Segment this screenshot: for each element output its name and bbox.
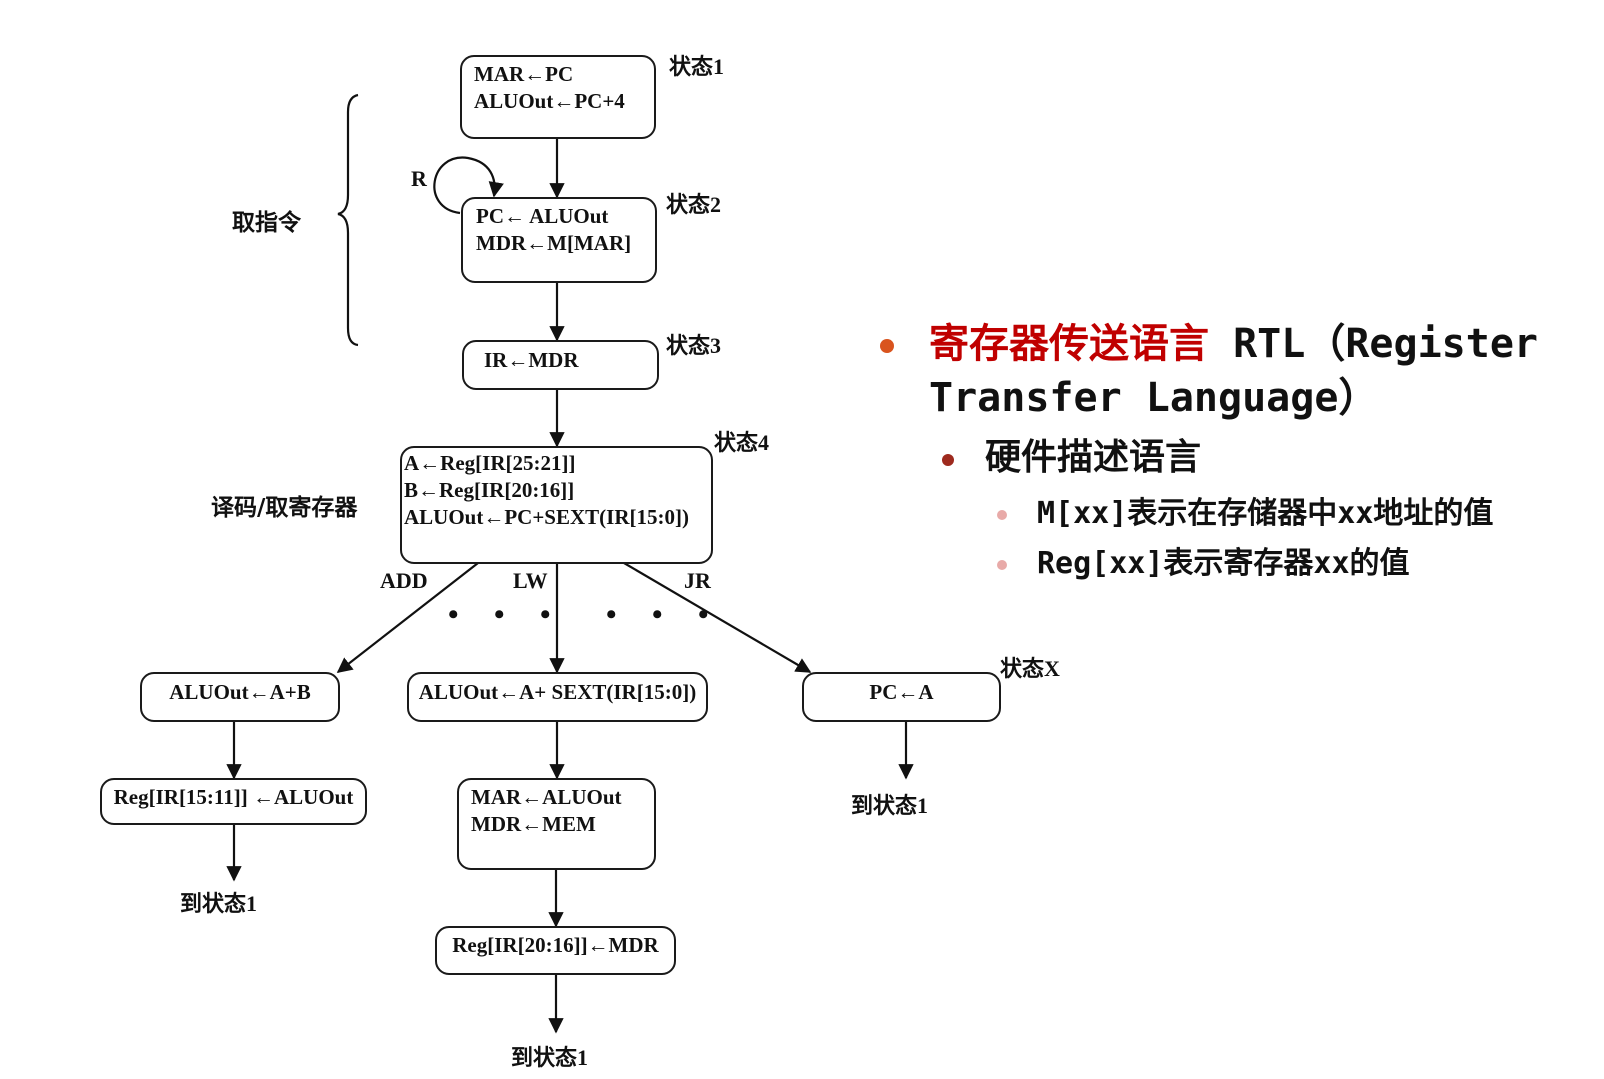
state-3-label: 状态3 (666, 333, 722, 358)
rtl-title-line2: Transfer Language） (929, 375, 1379, 421)
branch-label-add: ADD (380, 568, 428, 593)
arrow-add (336, 562, 479, 673)
add-execute-line: ALUOut←A+B (169, 680, 311, 704)
lw-writeback-box: Reg[IR[20:16]]←MDR (435, 926, 676, 975)
state-4-line: B←Reg[IR[20:16]] (404, 478, 575, 502)
lw-address-box: ALUOut←A+ SEXT(IR[15:0]) (407, 672, 708, 722)
register-notation-item: Reg[xx]表示寄存器xx的值 (1037, 546, 1410, 581)
state-1-line: MAR←PC (474, 62, 574, 86)
bullet-level3-icon (997, 560, 1007, 570)
state-x-label: 状态X (1000, 656, 1060, 681)
memory-notation-item: M[xx]表示在存储器中xx地址的值 (1037, 496, 1494, 531)
self-loop-label: R (411, 166, 427, 191)
lw-address-line: ALUOut←A+ SEXT(IR[15:0]) (418, 680, 697, 704)
jr-exit-label: 到状态1 (851, 793, 929, 818)
state-1-box: MAR←PC ALUOut←PC+4 (460, 55, 656, 139)
state-3-line: IR←MDR (484, 348, 579, 372)
jr-execute-box: PC←A (802, 672, 1001, 722)
bullet-level2-icon (942, 454, 954, 466)
add-writeback-box: Reg[IR[15:11]] ←ALUOut (100, 778, 367, 825)
bullet-level1-icon (880, 339, 894, 353)
ellipsis-left: • • • (448, 598, 565, 631)
state-3-box: IR←MDR (462, 340, 659, 390)
branch-label-jr: JR (684, 568, 711, 593)
rtl-title-cn: 寄存器传送语言 (929, 321, 1209, 367)
lw-writeback-line: Reg[IR[20:16]]←MDR (452, 933, 659, 957)
fetch-brace (337, 93, 359, 347)
state-1-line: ALUOut←PC+4 (474, 89, 625, 113)
state-2-line: MDR←M[MAR] (476, 231, 632, 255)
state-4-line: A←Reg[IR[25:21]] (404, 451, 576, 475)
state-4-box: A←Reg[IR[25:21]] B←Reg[IR[20:16]] ALUOut… (400, 446, 713, 564)
add-writeback-line: Reg[IR[15:11]] ←ALUOut (113, 785, 354, 809)
rtl-title: 寄存器传送语言 RTL（Register (929, 318, 1538, 370)
lw-memory-line: MDR←MEM (471, 812, 596, 836)
add-execute-box: ALUOut←A+B (140, 672, 340, 722)
jr-execute-line: PC←A (869, 680, 934, 704)
state-2-box: PC← ALUOut MDR←M[MAR] (461, 197, 657, 283)
add-exit-label: 到状态1 (180, 891, 258, 916)
arrow-jr (623, 562, 812, 673)
lw-exit-label: 到状态1 (511, 1045, 589, 1070)
fetch-group-label: 取指令 (232, 210, 301, 236)
ellipsis-right: • • • (606, 598, 723, 631)
bullet-level3-icon (997, 510, 1007, 520)
decode-group-label: 译码/取寄存器 (211, 495, 358, 521)
rtl-title-en: RTL（Register (1209, 321, 1538, 367)
state-4-label: 状态4 (714, 430, 770, 455)
lw-memory-line: MAR←ALUOut (471, 785, 622, 809)
self-loop-r (433, 156, 504, 215)
hdl-subtitle: 硬件描述语言 (985, 437, 1202, 478)
state-2-label: 状态2 (666, 192, 722, 217)
state-2-line: PC← ALUOut (476, 204, 609, 228)
lw-memory-box: MAR←ALUOut MDR←MEM (457, 778, 656, 870)
branch-label-lw: LW (513, 568, 548, 593)
state-4-line: ALUOut←PC+SEXT(IR[15:0]) (404, 505, 689, 529)
state-1-label: 状态1 (669, 54, 725, 79)
